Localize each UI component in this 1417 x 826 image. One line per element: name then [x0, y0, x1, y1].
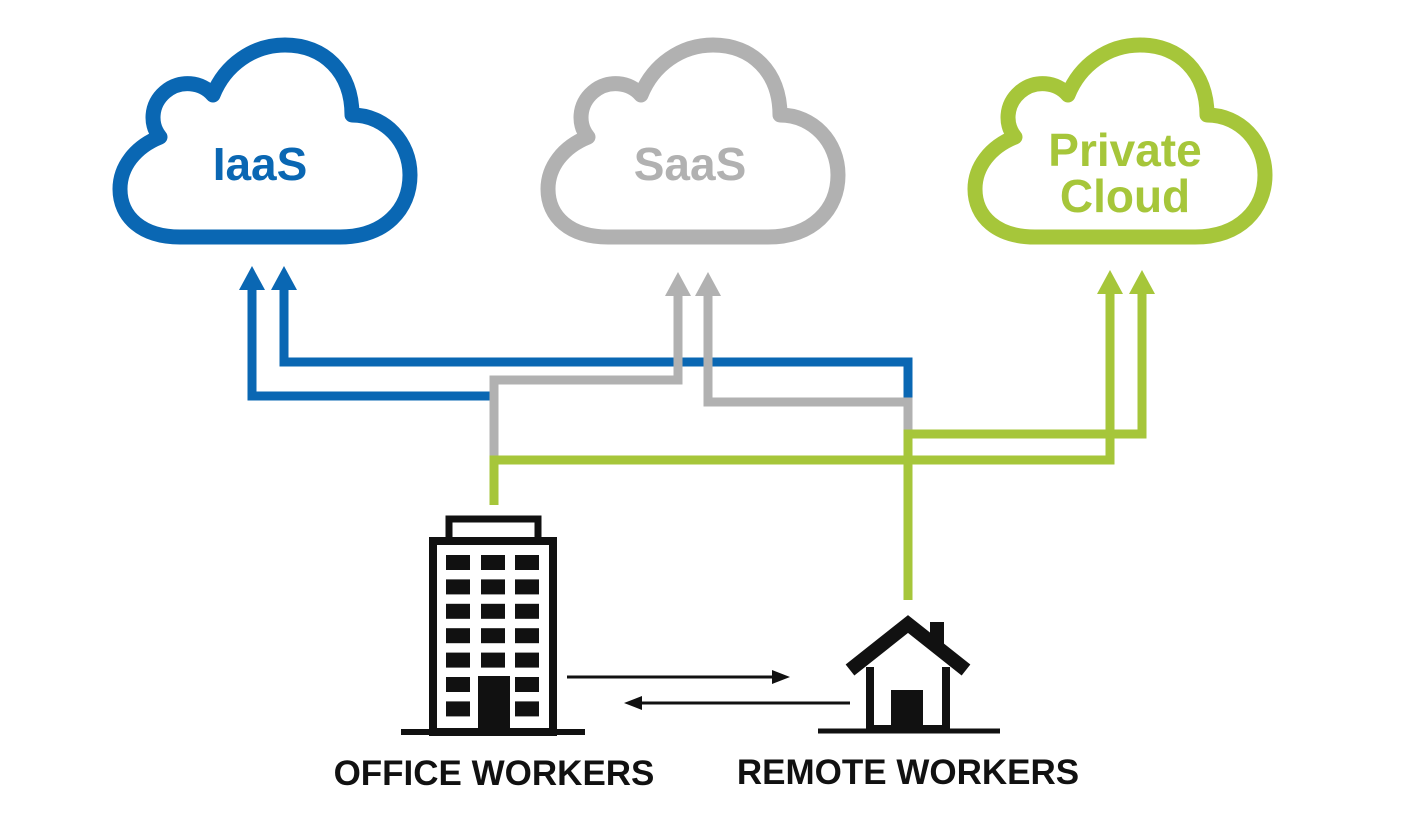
iaas-cloud-label: IaaS: [213, 138, 308, 190]
office-window: [481, 603, 505, 619]
office-building-icon: [401, 515, 585, 736]
office-windows: [446, 555, 539, 717]
site-exchange-arrows: [567, 670, 850, 710]
office-window: [446, 652, 470, 668]
office-window: [515, 603, 539, 619]
office-to-iaas-line: [247, 288, 494, 401]
saas-cloud-label: SaaS: [634, 138, 747, 190]
private-cloud: Private Cloud: [975, 45, 1265, 237]
private-cloud-label-line2: Cloud: [1060, 170, 1190, 222]
office-window: [481, 652, 505, 668]
house-door: [891, 690, 923, 730]
iaas-arrowhead-office: [239, 266, 265, 290]
office-window: [515, 628, 539, 644]
office-window: [446, 603, 470, 619]
office-to-remote-arrow: [567, 670, 790, 684]
iaas-cloud: IaaS: [120, 45, 410, 237]
saas-arrowheads: [665, 272, 721, 296]
saas-cloud: SaaS: [548, 45, 838, 237]
office-window: [515, 701, 539, 717]
saas-connections: [489, 294, 913, 460]
office-window: [446, 677, 470, 692]
remote-workers-label: REMOTE WORKERS: [737, 753, 1079, 792]
private-cloud-arrowheads: [1097, 270, 1155, 294]
office-window: [446, 579, 470, 595]
private-cloud-label-line1: Private: [1048, 124, 1201, 176]
office-window: [515, 677, 539, 692]
private-cloud-arrowhead-remote: [1129, 270, 1155, 294]
private-cloud-arrowhead-office: [1097, 270, 1123, 294]
iaas-connections: [247, 288, 913, 401]
office-window: [446, 628, 470, 644]
office-window: [515, 652, 539, 668]
saas-arrowhead-remote: [695, 272, 721, 296]
office-to-private-cloud-line: [489, 292, 1115, 505]
office-window: [446, 701, 470, 717]
office-window: [446, 555, 470, 570]
house-icon: [818, 615, 1000, 734]
iaas-arrowhead-remote: [271, 266, 297, 290]
office-to-saas-line: [489, 294, 683, 460]
private-cloud-connections: [489, 292, 1147, 600]
iaas-arrowheads: [239, 266, 297, 290]
remote-to-office-arrow: [624, 696, 850, 710]
office-window: [481, 628, 505, 644]
office-window: [515, 555, 539, 570]
office-window: [481, 555, 505, 570]
saas-arrowhead-office: [665, 272, 691, 296]
remote-to-iaas-line: [279, 288, 913, 400]
office-workers-label: OFFICE WORKERS: [334, 754, 655, 793]
remote-to-saas-line: [703, 294, 913, 438]
office-window: [515, 579, 539, 595]
remote-to-private-cloud-line: [903, 292, 1147, 600]
office-window: [481, 579, 505, 595]
connection-lines: [239, 266, 1155, 600]
office-door: [478, 676, 510, 732]
